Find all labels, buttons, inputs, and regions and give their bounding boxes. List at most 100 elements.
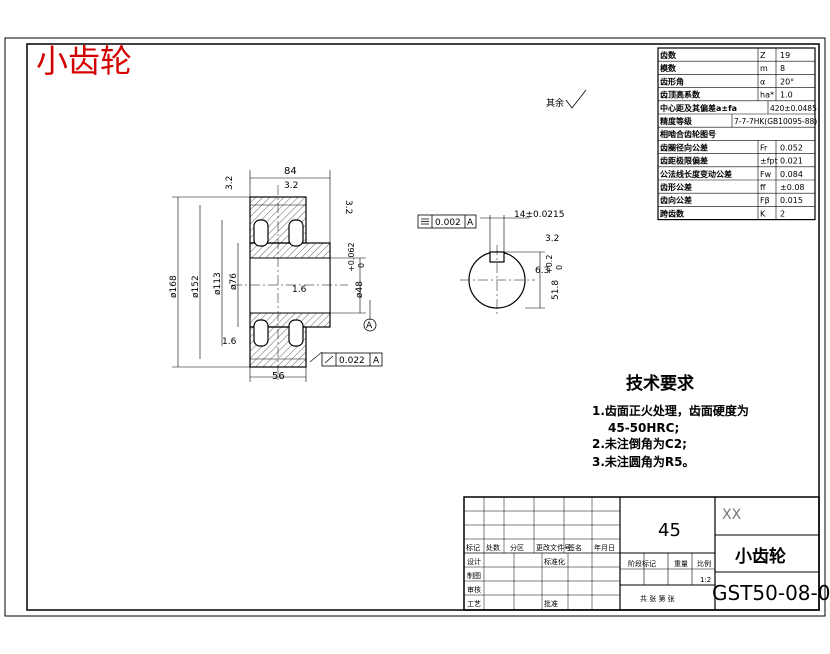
tb-standard: 标准化 xyxy=(544,557,565,566)
symmetry-tolerance-frame: 0.002 A xyxy=(417,214,477,229)
tb-draw: 制图 xyxy=(467,571,481,580)
param-name: 齿圈径向公差 xyxy=(660,142,708,152)
rev-header-sign: 签名 xyxy=(568,543,582,552)
param-symbol: ha* xyxy=(760,91,774,100)
param-symbol: m xyxy=(760,64,768,73)
param-value: 0.052 xyxy=(780,143,803,152)
param-name: 齿顶高系数 xyxy=(660,90,701,100)
rev-header-mark: 标记 xyxy=(466,543,480,552)
section-dimension-lines xyxy=(172,170,371,382)
param-value: 0.015 xyxy=(780,196,803,205)
rev-header-count: 处数 xyxy=(486,543,500,552)
dim-key-depth-low: 0 xyxy=(555,265,564,270)
param-name: 齿数 xyxy=(660,50,677,60)
tb-drawing-no: GST50-08-08 xyxy=(712,581,830,605)
tb-approve: 批准 xyxy=(544,599,558,608)
sym-ref: A xyxy=(467,218,474,228)
rev-header-doc: 更改文件号 xyxy=(536,543,571,552)
tb-stage-mark: 阶段标记 xyxy=(628,559,656,568)
param-name: 齿向公差 xyxy=(660,195,692,205)
overlay-title: 小齿轮 xyxy=(36,42,132,80)
sym-value: 0.002 xyxy=(435,218,461,228)
outer-border xyxy=(4,37,826,617)
rough-right: 3.2 xyxy=(343,200,353,214)
param-name: 齿形公差 xyxy=(660,182,692,192)
key-rough: 3.2 xyxy=(545,234,559,244)
param-value: ±0.08 xyxy=(780,183,805,192)
hub-rough: 6.3 xyxy=(535,266,549,276)
param-value: 20° xyxy=(780,77,794,86)
rev-header-zone: 分区 xyxy=(510,543,524,552)
tb-scale-value: 1:2 xyxy=(700,576,711,584)
runout-value: 0.022 xyxy=(339,356,365,366)
dim-d152: ø152 xyxy=(191,275,201,298)
tb-process: 工艺 xyxy=(467,600,481,608)
dim-d76: ø76 xyxy=(229,273,239,290)
rough-left: 3.2 xyxy=(225,176,235,190)
datum-circle xyxy=(363,318,377,332)
gear-section-view xyxy=(232,185,348,380)
inner-border xyxy=(26,43,820,611)
param-value: 0.084 xyxy=(780,170,803,179)
tech-item-1: 1.齿面正火处理，齿面硬度为 xyxy=(592,403,749,418)
dim-key-width: 14±0.0215 xyxy=(514,210,564,220)
param-name: 模数 xyxy=(660,63,677,73)
param-value: 2 xyxy=(780,209,785,218)
param-name: 中心距及其偏差a±fa xyxy=(660,103,737,113)
dim-bore: ø48 xyxy=(355,281,365,298)
param-value: 1.0 xyxy=(780,91,793,100)
param-value: 420±0.0485 xyxy=(770,104,817,113)
tb-company: XX xyxy=(722,507,742,523)
title-block xyxy=(463,496,820,611)
revision-headers: 标记 处数 分区 更改文件号 签名 年月日 xyxy=(466,543,615,552)
dim-bore-tol-low: 0 xyxy=(357,263,366,268)
tb-scale: 比例 xyxy=(697,559,711,568)
param-value: 0.021 xyxy=(780,157,803,166)
dim-d113: ø113 xyxy=(213,272,223,295)
param-value: 7-7-7HK(GB10095-88) xyxy=(734,117,817,126)
tech-heading: 技术要求 xyxy=(626,373,694,394)
tb-design: 设计 xyxy=(467,557,481,566)
tech-item-1-cont: 45-50HRC; xyxy=(608,421,679,435)
param-symbol: ±fpt xyxy=(760,157,778,166)
tech-item-3: 3.未注圆角为R5。 xyxy=(592,454,695,469)
param-symbol: K xyxy=(760,209,766,218)
rough-bore: 1.6 xyxy=(292,285,307,295)
runout-tolerance-frame: 0.022 A xyxy=(321,352,383,367)
rough-top: 3.2 xyxy=(284,181,298,191)
runout-ref: A xyxy=(373,356,380,366)
dim-key-depth: 51.8 xyxy=(551,280,561,300)
param-name: 精度等级 xyxy=(660,116,693,126)
roughness-symbol-icon xyxy=(565,89,587,109)
param-symbol: ff xyxy=(760,183,766,192)
datum-label: A xyxy=(366,321,373,331)
param-name: 相啮合齿轮图号 xyxy=(660,129,716,139)
tb-check: 审核 xyxy=(467,585,481,594)
tb-sheets: 共 张 第 张 xyxy=(640,594,675,603)
param-symbol: Z xyxy=(760,51,766,60)
param-symbol: Fw xyxy=(760,170,772,179)
gear-parameter-table: 齿数 Z 19 模数 m 8 齿形角 α 20° 齿顶高系数 ha* 1.0 中心距及其偏差a±fa 42… xyxy=(657,47,817,221)
tb-weight: 重量 xyxy=(674,560,688,568)
dim-width-84: 84 xyxy=(284,166,297,177)
rev-header-date: 年月日 xyxy=(594,543,615,552)
param-symbol: Fr xyxy=(760,143,768,152)
dim-bore-tol-up: +0.062 xyxy=(347,242,356,272)
param-value: 8 xyxy=(780,64,785,73)
tb-material: 45 xyxy=(658,520,681,541)
param-value: 19 xyxy=(780,51,790,60)
param-symbol: α xyxy=(760,77,765,86)
rough-bottom: 1.6 xyxy=(222,337,237,347)
param-name: 齿形角 xyxy=(660,76,684,86)
dim-key-depth-up: +0.2 xyxy=(545,255,554,274)
roughness-other-label: 其余 xyxy=(546,97,564,109)
param-name: 公法线长度变动公差 xyxy=(660,169,732,179)
tech-item-2: 2.未注倒角为C2; xyxy=(592,436,687,451)
tb-part-name: 小齿轮 xyxy=(735,546,786,567)
param-name: 齿距极限偏差 xyxy=(660,156,708,166)
param-symbol: Fβ xyxy=(760,196,770,205)
param-name: 跨齿数 xyxy=(660,208,685,218)
dim-width-56: 56 xyxy=(272,371,285,382)
keyway-view xyxy=(460,215,545,316)
